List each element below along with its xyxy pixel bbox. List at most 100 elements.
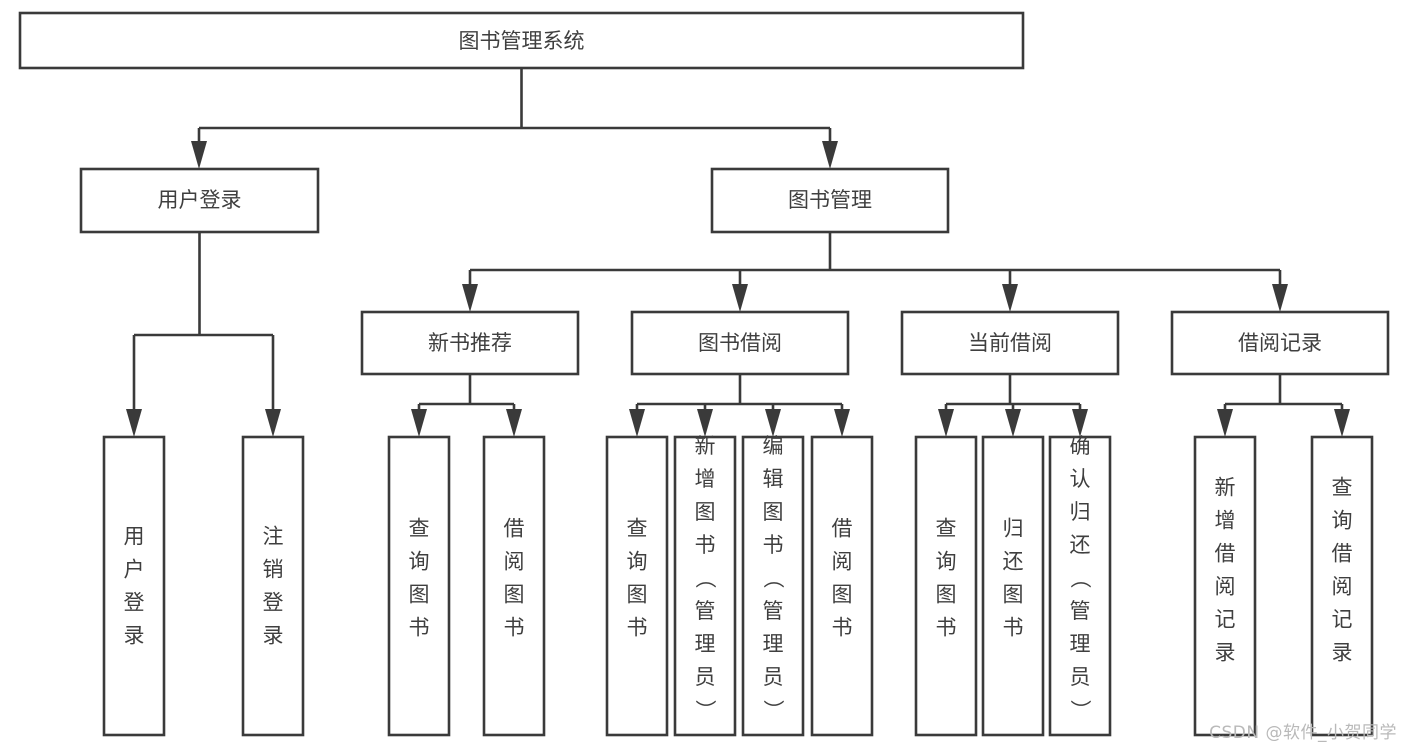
node-borrow-records-label: 借阅记录 — [1238, 331, 1322, 355]
svg-text:查: 查 — [627, 517, 648, 541]
svg-text:阅: 阅 — [1215, 575, 1236, 599]
arrowhead-book-borrow — [732, 284, 748, 312]
svg-text:（: （ — [693, 568, 717, 589]
node-book-manage[interactable]: 图书管理 — [710, 167, 950, 234]
svg-text:阅: 阅 — [1332, 575, 1353, 599]
leaf-cb-query-book-box[interactable] — [914, 435, 978, 737]
svg-text:图: 图 — [1003, 583, 1024, 607]
svg-text:录: 录 — [1215, 641, 1236, 665]
node-book-manage-box[interactable] — [710, 167, 950, 234]
leaf-bb-add-book-box[interactable] — [673, 435, 737, 737]
svg-text:书: 书 — [1003, 616, 1024, 640]
leaf-user-login-box[interactable] — [102, 435, 166, 737]
leaf-user-login-label: 用户登录 — [124, 525, 145, 648]
svg-text:员: 员 — [1070, 665, 1091, 689]
svg-text:用: 用 — [124, 525, 145, 549]
svg-text:借: 借 — [832, 517, 853, 541]
node-user-login-box[interactable] — [79, 167, 320, 234]
node-book-borrow[interactable]: 图书借阅 — [630, 310, 850, 376]
node-new-book-recommend-box[interactable] — [360, 310, 580, 376]
svg-text:图: 图 — [409, 583, 430, 607]
leaf-logout-box[interactable] — [241, 435, 305, 737]
leaf-cb-return-book-box[interactable] — [981, 435, 1045, 737]
arrowhead-nb-leaf1 — [411, 409, 427, 437]
leaf-bb-query-book-box[interactable] — [605, 435, 669, 737]
svg-text:查: 查 — [1332, 476, 1353, 500]
svg-text:归: 归 — [1070, 500, 1091, 524]
arrowhead-nb-leaf2 — [506, 409, 522, 437]
svg-text:理: 理 — [695, 632, 716, 656]
leaf-node[interactable]: 用户登录 — [102, 435, 166, 737]
svg-text:增: 增 — [695, 467, 716, 491]
svg-text:询: 询 — [936, 550, 957, 574]
arrowhead-book-manage — [822, 141, 838, 169]
svg-text:图: 图 — [504, 583, 525, 607]
arrowhead-cb-leaf1 — [938, 409, 954, 437]
svg-text:销: 销 — [263, 558, 284, 582]
node-root[interactable]: 图书管理系统 — [18, 11, 1025, 70]
svg-text:还: 还 — [1070, 533, 1091, 557]
svg-text:图: 图 — [627, 583, 648, 607]
svg-text:查: 查 — [409, 517, 430, 541]
arrowhead-group — [126, 141, 1350, 437]
arrowhead-bb-leaf4 — [834, 409, 850, 437]
leaf-br-add-record-box[interactable] — [1193, 435, 1257, 737]
svg-text:确: 确 — [1070, 434, 1091, 458]
svg-text:户: 户 — [124, 558, 145, 582]
node-book-borrow-label: 图书借阅 — [698, 331, 782, 355]
node-user-login-label: 用户登录 — [158, 188, 242, 212]
svg-text:管: 管 — [1070, 599, 1091, 623]
node-new-book-recommend[interactable]: 新书推荐 — [360, 310, 580, 376]
node-book-borrow-box[interactable] — [630, 310, 850, 376]
svg-text:）: ） — [693, 700, 717, 721]
svg-text:注: 注 — [263, 525, 284, 549]
arrowhead-current-borrow — [1002, 284, 1018, 312]
node-current-borrow[interactable]: 当前借阅 — [900, 310, 1120, 376]
node-root-label: 图书管理系统 — [459, 29, 585, 53]
svg-text:书: 书 — [695, 533, 716, 557]
leaf-bb-edit-book-box[interactable] — [741, 435, 805, 737]
svg-text:（: （ — [1068, 568, 1092, 589]
node-borrow-records[interactable]: 借阅记录 — [1170, 310, 1390, 376]
node-root-box[interactable] — [18, 11, 1025, 70]
node-borrow-records-box[interactable] — [1170, 310, 1390, 376]
svg-text:员: 员 — [695, 665, 716, 689]
svg-text:归: 归 — [1003, 517, 1024, 541]
arrowhead-ul-leaf1 — [126, 409, 142, 437]
arrowhead-ul-leaf2 — [265, 409, 281, 437]
leaf-br-query-record-box[interactable] — [1310, 435, 1374, 737]
leaf-nb-query-book-box[interactable] — [387, 435, 451, 737]
svg-text:新: 新 — [1215, 476, 1236, 500]
node-user-login[interactable]: 用户登录 — [79, 167, 320, 234]
svg-text:管: 管 — [763, 599, 784, 623]
leaf-nb-borrow-book-box[interactable] — [482, 435, 546, 737]
arrowhead-br-leaf2 — [1334, 409, 1350, 437]
svg-text:询: 询 — [627, 550, 648, 574]
leaf-cb-confirm-return-box[interactable] — [1048, 435, 1112, 737]
svg-text:还: 还 — [1003, 550, 1024, 574]
node-current-borrow-box[interactable] — [900, 310, 1120, 376]
svg-text:理: 理 — [1070, 632, 1091, 656]
leaf-bb-borrow-book-box[interactable] — [810, 435, 874, 737]
